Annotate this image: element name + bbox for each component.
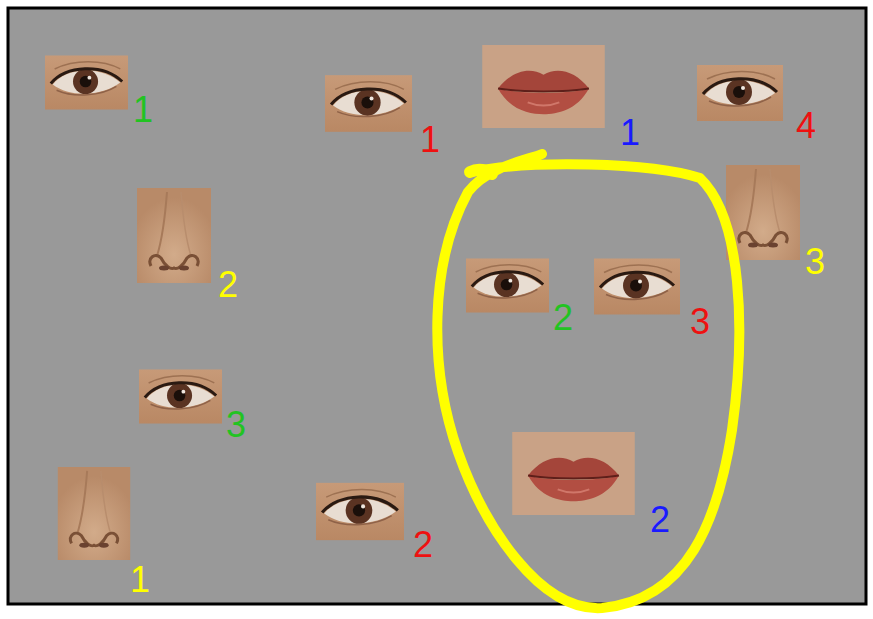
callout-number: 4 (796, 108, 816, 144)
callout-number: 1 (133, 92, 153, 128)
callout-number: 1 (130, 562, 150, 598)
callout-number: 1 (420, 122, 440, 158)
callout-number: 3 (690, 304, 710, 340)
callout-number: 3 (226, 407, 246, 443)
callout-number: 2 (413, 527, 433, 563)
callout-number: 2 (553, 300, 573, 336)
callout-number: 2 (650, 502, 670, 538)
callout-number: 2 (218, 267, 238, 303)
callout-number: 1 (620, 115, 640, 151)
callout-number: 3 (805, 244, 825, 280)
